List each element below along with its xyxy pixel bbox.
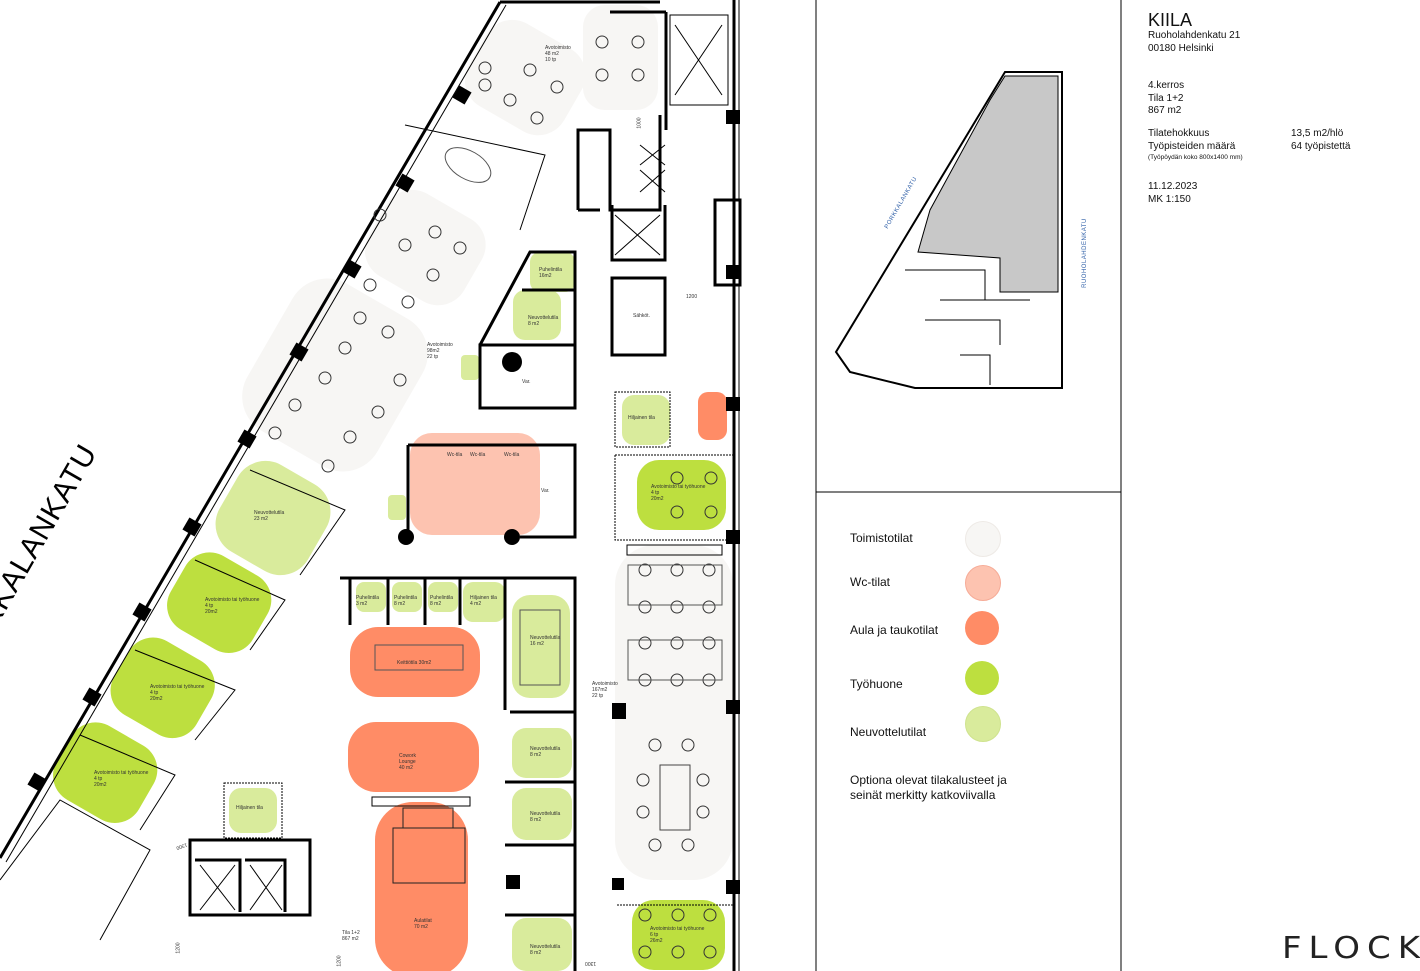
dimension-label: 1200 xyxy=(175,942,182,954)
room-label: Hiljainen tila xyxy=(236,805,263,811)
zone-meeting xyxy=(215,252,670,971)
legend-label: Wc-tilat xyxy=(850,575,890,589)
room-label: Sähköt. xyxy=(633,313,650,319)
room-label: Wc-tila xyxy=(504,452,520,458)
interior-walls xyxy=(188,10,742,971)
workstations xyxy=(268,35,718,959)
legend-label: Toimistotilat xyxy=(850,531,913,545)
glass-walls xyxy=(79,124,733,906)
room-label: Keittiötila 30m2 xyxy=(397,660,432,666)
columns xyxy=(27,85,740,894)
room-label: Hiljainen tila xyxy=(628,415,655,421)
room-label: Var. xyxy=(541,488,550,494)
room-label: Wc-tila xyxy=(470,452,486,458)
exterior-walls xyxy=(0,0,740,971)
project-title: KIILA xyxy=(1148,10,1193,30)
street-label-mini-right: RUOHOLAHDENKATU xyxy=(1081,218,1088,288)
dimension-label: 1000 xyxy=(636,117,643,129)
flock-logo: FLOCK xyxy=(1282,930,1420,966)
legend-label: Aula ja taukotilat xyxy=(850,623,939,637)
zone-wc xyxy=(410,433,540,535)
legend-swatch xyxy=(965,706,1001,742)
mini-map xyxy=(834,71,1063,389)
legend-swatch xyxy=(965,611,999,645)
dimension-label: 1200 xyxy=(336,955,343,967)
legend-label: Työhuone xyxy=(850,677,903,691)
dimension-label: 1300 xyxy=(585,960,597,966)
zone-office xyxy=(242,5,733,880)
legend-swatch xyxy=(965,565,1001,601)
legend-swatch xyxy=(965,661,999,695)
zone-workroom xyxy=(53,460,726,970)
legend-label: Neuvottelutilat xyxy=(850,725,927,739)
room-label: Wc-tila xyxy=(447,452,463,458)
stair-cores xyxy=(0,14,729,941)
furniture xyxy=(374,147,723,884)
dimension-label: 1200 xyxy=(686,294,698,300)
legend-swatch xyxy=(965,521,1001,557)
room-label: Var. xyxy=(522,379,531,385)
